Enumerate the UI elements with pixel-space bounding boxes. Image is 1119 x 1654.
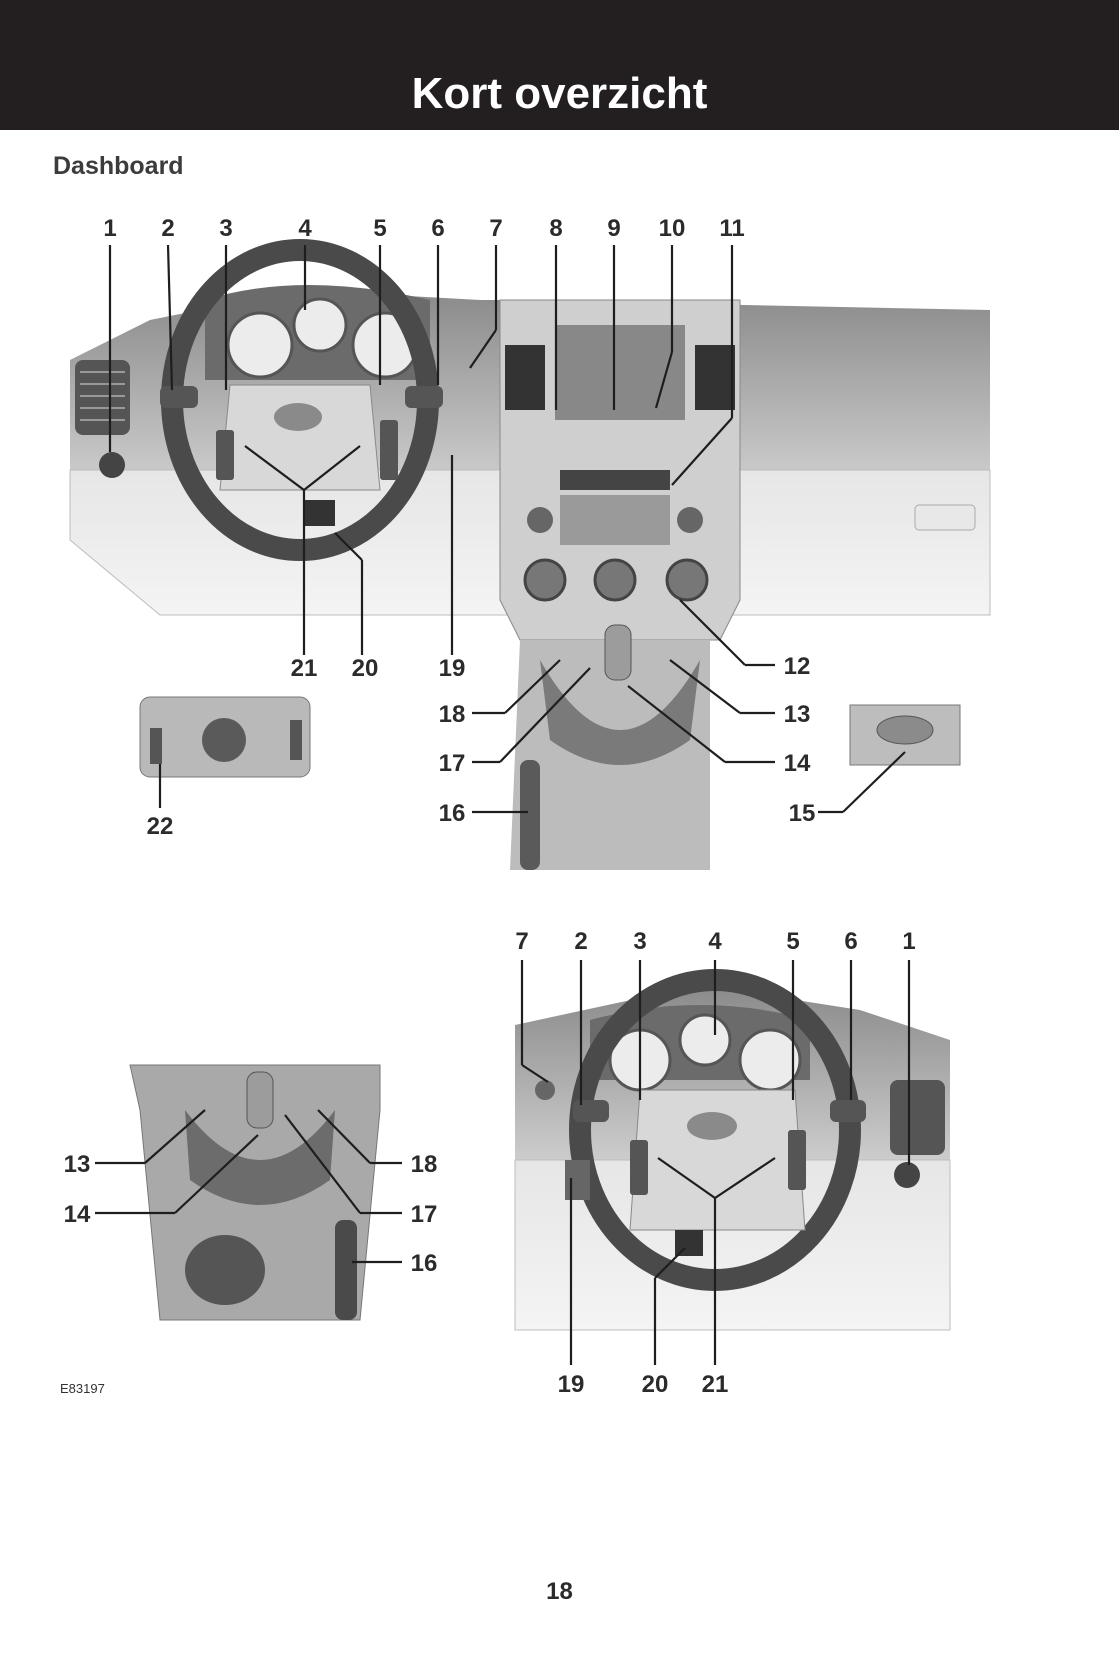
- callout-rhd-6: 6: [844, 928, 857, 955]
- callout-5: 5: [373, 215, 386, 242]
- callout-numbers-top: 1 2 3 4 5 6 7 8 9 10 11: [103, 215, 744, 242]
- center-screen: [555, 325, 685, 420]
- left-air-vent: [75, 360, 130, 435]
- light-switch-knob: [99, 452, 125, 478]
- rhd-dashboard: [514, 960, 951, 1365]
- callout-16: 16: [439, 800, 466, 827]
- callout-20: 20: [352, 655, 379, 682]
- callout-numbers-rhd: 7 2 3 4 5 6 1 19 20 21: [515, 928, 915, 1398]
- callout-7: 7: [489, 215, 502, 242]
- callout-19: 19: [439, 655, 466, 682]
- section-title: Dashboard: [53, 152, 184, 180]
- callout-12: 12: [784, 653, 811, 680]
- callout-rhd-20: 20: [642, 1371, 669, 1398]
- callout-14: 14: [784, 750, 811, 777]
- callout-console-17: 17: [411, 1201, 438, 1228]
- callout-2: 2: [161, 215, 174, 242]
- callout-22: 22: [147, 813, 174, 840]
- callout-13: 13: [784, 701, 811, 728]
- page-title: Kort overzicht: [411, 69, 708, 118]
- callout-rhd-3: 3: [633, 928, 646, 955]
- callout-rhd-4: 4: [708, 928, 722, 955]
- handbrake: [520, 760, 540, 870]
- callout-console-14: 14: [64, 1201, 91, 1228]
- lhd-dashboard: [69, 239, 991, 870]
- callout-11: 11: [719, 215, 744, 242]
- callout-rhd-2: 2: [574, 928, 587, 955]
- callout-9: 9: [607, 215, 620, 242]
- callout-8: 8: [549, 215, 562, 242]
- callout-rhd-5: 5: [786, 928, 799, 955]
- callout-rhd-1: 1: [902, 928, 915, 955]
- callout-3: 3: [219, 215, 232, 242]
- callout-console-13: 13: [64, 1151, 91, 1178]
- page-header: Kort overzicht: [0, 0, 1119, 130]
- callout-console-18: 18: [411, 1151, 438, 1178]
- callout-17: 17: [439, 750, 466, 777]
- callout-18: 18: [439, 701, 466, 728]
- airbag-logo: [274, 403, 322, 431]
- callout-rhd-7: 7: [515, 928, 528, 955]
- callout-10: 10: [659, 215, 686, 242]
- callout-rhd-21: 21: [702, 1371, 729, 1398]
- gear-selector-detail: [246, 1071, 274, 1129]
- callout-1: 1: [103, 215, 116, 242]
- callout-21: 21: [291, 655, 318, 682]
- page-number: 18: [546, 1578, 573, 1605]
- callout-6: 6: [431, 215, 444, 242]
- callout-numbers-console: 13 14 18 17 16: [64, 1151, 438, 1277]
- gear-selector: [604, 624, 632, 681]
- lhd-leader-lines: [108, 244, 906, 814]
- callout-4: 4: [298, 215, 312, 242]
- callout-console-16: 16: [411, 1250, 438, 1277]
- callout-rhd-19: 19: [558, 1371, 585, 1398]
- callout-numbers-main-lower: 21 20 19 12 13 14 15 18 17 16 22: [147, 653, 816, 840]
- callout-15: 15: [789, 800, 816, 827]
- console-detail: [95, 1064, 402, 1321]
- figure-reference: E83197: [60, 1381, 105, 1396]
